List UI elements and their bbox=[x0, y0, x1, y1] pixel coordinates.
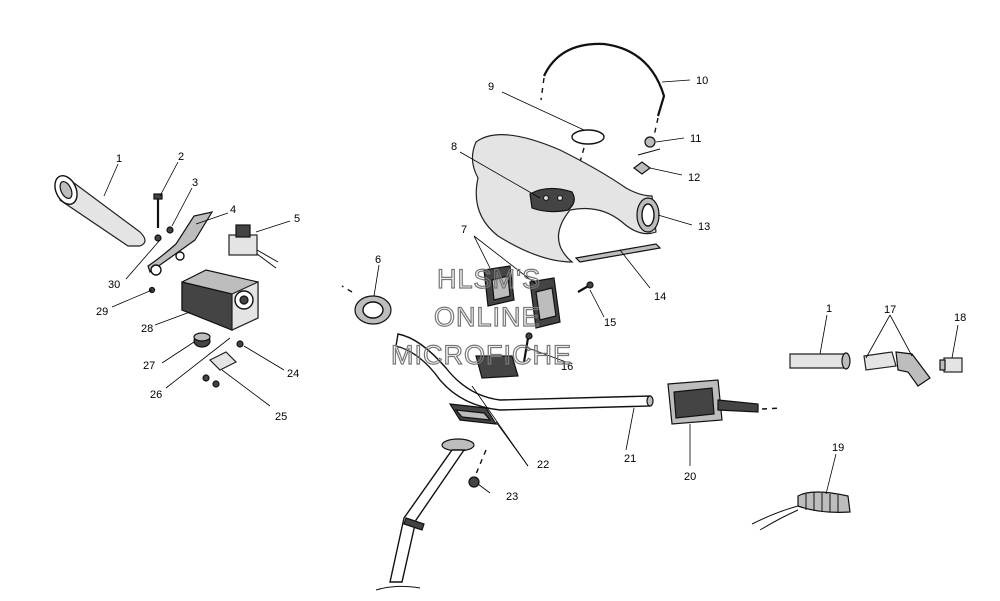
callout-15: 15 bbox=[604, 317, 616, 329]
part-screws-pair bbox=[202, 374, 220, 388]
callout-13: 13 bbox=[698, 221, 710, 233]
part-deflectors bbox=[863, 351, 931, 387]
part-throttle-housing bbox=[181, 269, 259, 331]
part-emblem bbox=[529, 187, 575, 213]
part-nut-23 bbox=[468, 449, 487, 488]
part-steering-post bbox=[375, 438, 475, 591]
part-clamps-upper bbox=[483, 265, 561, 329]
callout-11: 11 bbox=[690, 133, 701, 145]
callout-12: 12 bbox=[688, 172, 700, 184]
callout-21: 21 bbox=[624, 453, 636, 465]
part-trim-strip bbox=[574, 243, 662, 263]
callout-14: 14 bbox=[654, 291, 666, 303]
part-clamp-upper-on-bar bbox=[475, 355, 519, 379]
callout-6: 6 bbox=[375, 254, 381, 266]
part-plug bbox=[193, 332, 211, 348]
watermark-line-2: ONLINE bbox=[434, 302, 541, 332]
callout-22: 22 bbox=[537, 459, 549, 471]
part-washer-11 bbox=[637, 148, 661, 156]
part-nut-11 bbox=[644, 136, 656, 148]
callout-3: 3 bbox=[192, 177, 198, 189]
watermark-line-1: HLSM'S bbox=[437, 264, 541, 294]
part-bolt-16 bbox=[522, 332, 533, 363]
part-clamps-lower bbox=[448, 403, 498, 425]
callout-8: 8 bbox=[451, 141, 457, 153]
callout-18: 18 bbox=[954, 312, 966, 324]
callout-2: 2 bbox=[178, 151, 184, 163]
part-throttle-lever bbox=[147, 211, 214, 276]
watermark-line-3: MICROFICHE bbox=[391, 340, 572, 370]
callout-27: 27 bbox=[143, 360, 155, 372]
callout-17: 17 bbox=[884, 304, 896, 316]
callout-1-right: 1 bbox=[826, 303, 832, 315]
callout-7: 7 bbox=[461, 224, 467, 236]
callout-25: 25 bbox=[275, 411, 287, 423]
callout-23: 23 bbox=[506, 491, 518, 503]
part-cable bbox=[540, 42, 666, 137]
callout-16: 16 bbox=[561, 361, 573, 373]
watermark: HLSM'S ONLINE MICROFICHE bbox=[390, 263, 572, 370]
callout-5: 5 bbox=[294, 213, 300, 225]
callout-9: 9 bbox=[488, 81, 494, 93]
part-cover-plate bbox=[208, 351, 238, 371]
part-disc bbox=[571, 129, 605, 163]
part-nut-12 bbox=[633, 161, 651, 175]
callout-20: 20 bbox=[684, 471, 696, 483]
part-washer bbox=[166, 226, 174, 234]
callout-26: 26 bbox=[150, 389, 162, 401]
callout-labels: 1 2 3 4 5 6 7 8 9 10 11 12 13 14 15 16 1… bbox=[96, 75, 966, 503]
part-nut-small bbox=[154, 234, 162, 242]
callout-24: 24 bbox=[287, 368, 299, 380]
callout-29: 29 bbox=[96, 306, 108, 318]
part-screw-cover bbox=[236, 340, 244, 348]
part-grip-left bbox=[54, 175, 146, 247]
part-switch bbox=[228, 224, 279, 269]
part-handlebar-tube bbox=[395, 333, 654, 411]
part-screw-15 bbox=[577, 281, 594, 293]
callout-28: 28 bbox=[141, 323, 153, 335]
callout-1-left: 1 bbox=[116, 153, 122, 165]
leader-lines bbox=[103, 79, 959, 495]
callout-4: 4 bbox=[230, 204, 236, 216]
part-screw bbox=[153, 193, 163, 228]
part-heater-element bbox=[751, 491, 851, 531]
part-control-switch bbox=[667, 379, 783, 425]
callout-10: 10 bbox=[696, 75, 708, 87]
part-bar-end bbox=[939, 357, 963, 373]
callout-19: 19 bbox=[832, 442, 844, 454]
callout-30: 30 bbox=[108, 279, 120, 291]
part-bushing bbox=[341, 285, 392, 325]
part-grip-right bbox=[789, 352, 851, 370]
